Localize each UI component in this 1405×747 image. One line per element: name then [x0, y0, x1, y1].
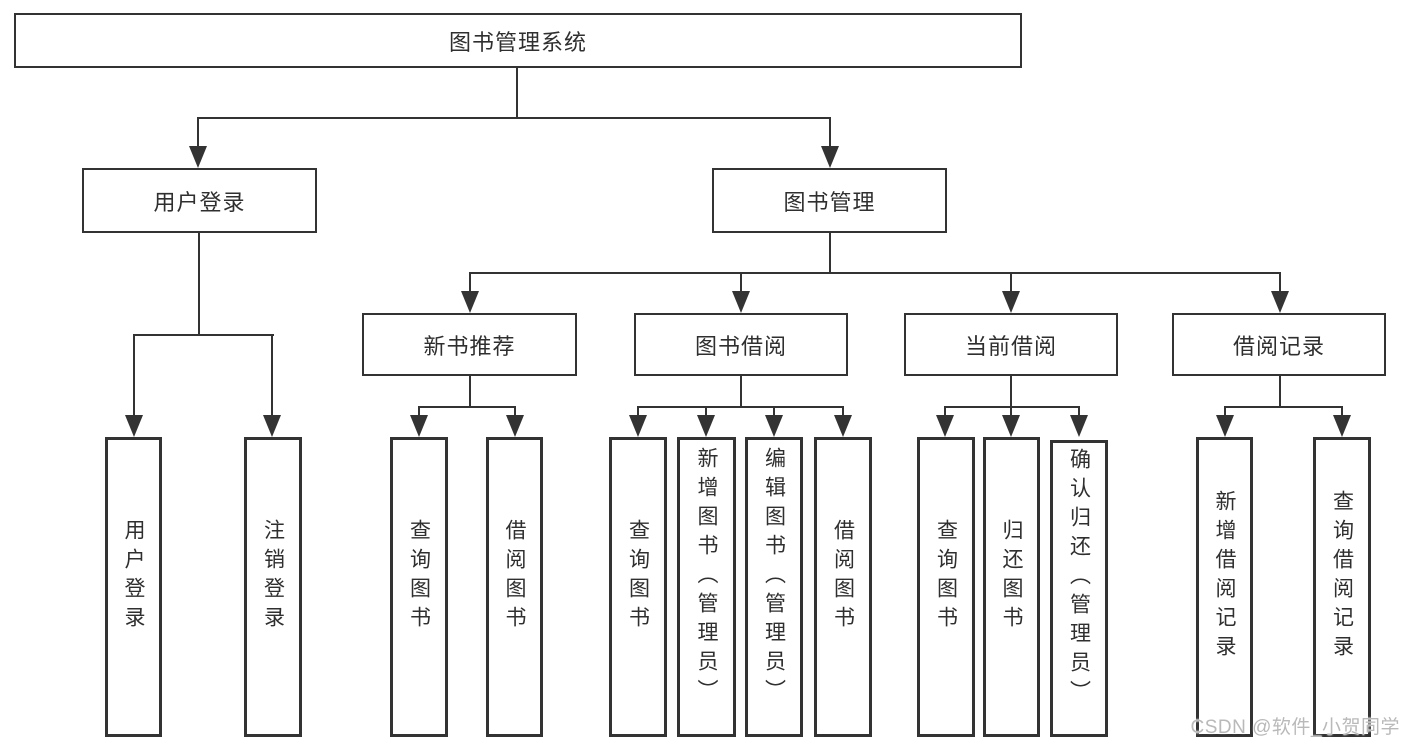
- node-current-borrow-label: 当前借阅: [964, 333, 1057, 359]
- leaf-label: 借阅图书: [831, 519, 855, 635]
- node-user-login: 用户登录: [82, 168, 317, 233]
- leaf-borrow-records-query-record: 查询借阅记录: [1313, 437, 1371, 737]
- leaf-book-borrow-query-books: 查询图书: [609, 437, 667, 737]
- arrow-down-icon: [189, 146, 207, 168]
- leaf-label: 查询图书: [626, 519, 650, 635]
- leaf-logout-login: 注销登录: [244, 437, 302, 737]
- connector-line: [1279, 273, 1281, 299]
- arrow-down-icon: [1070, 415, 1088, 437]
- leaf-label: 查询图书: [407, 519, 431, 635]
- leaf-current-borrow-confirm-return-admin: 确认归还（管理员）: [1050, 440, 1108, 737]
- arrow-down-icon: [697, 415, 715, 437]
- connector-line: [829, 118, 831, 156]
- connector-line: [1010, 273, 1012, 299]
- leaf-label: 查询图书: [934, 519, 958, 635]
- connector-line: [133, 334, 274, 336]
- leaf-label: 新增借阅记录: [1213, 490, 1236, 664]
- node-book-borrow-label: 图书借阅: [694, 333, 787, 359]
- leaf-current-borrow-query-books: 查询图书: [917, 437, 975, 737]
- node-book-management-label: 图书管理: [783, 189, 876, 215]
- leaf-label: 借阅图书: [503, 519, 526, 635]
- connector-line: [133, 335, 135, 423]
- arrow-down-icon: [834, 415, 852, 437]
- leaf-label: 新增图书（管理员）: [695, 446, 718, 708]
- csdn-watermark: CSDN @软件_小贺同学: [1190, 717, 1400, 738]
- connector-line: [469, 273, 471, 299]
- arrow-down-icon: [1002, 415, 1020, 437]
- leaf-label: 编辑图书（管理员）: [762, 446, 786, 708]
- connector-line: [271, 335, 273, 423]
- node-book-management: 图书管理: [712, 168, 947, 233]
- connector-line: [740, 376, 742, 408]
- leaf-user-login: 用户登录: [105, 437, 162, 737]
- connector-line: [469, 376, 471, 408]
- arrow-down-icon: [461, 291, 479, 313]
- connector-line: [197, 118, 199, 156]
- leaf-label: 确认归还（管理员）: [1067, 448, 1091, 709]
- leaf-current-borrow-return-books: 归还图书: [983, 437, 1040, 737]
- arrow-down-icon: [1271, 291, 1289, 313]
- arrow-down-icon: [506, 415, 524, 437]
- connector-line: [1010, 376, 1012, 408]
- leaf-user-login-label: 用户登录: [122, 519, 145, 635]
- leaf-new-book-recommend-query-books: 查询图书: [390, 437, 448, 737]
- node-new-book-recommend: 新书推荐: [362, 313, 577, 376]
- leaf-borrow-records-add-record: 新增借阅记录: [1196, 437, 1253, 737]
- node-book-borrow: 图书借阅: [634, 313, 848, 376]
- node-borrow-records: 借阅记录: [1172, 313, 1386, 376]
- arrow-down-icon: [936, 415, 954, 437]
- arrow-down-icon: [732, 291, 750, 313]
- node-root: 图书管理系统: [14, 13, 1022, 68]
- connector-line: [944, 406, 1080, 408]
- leaf-label: 查询借阅记录: [1330, 490, 1354, 664]
- connector-line: [197, 117, 831, 119]
- connector-line: [1279, 376, 1281, 408]
- arrow-down-icon: [1216, 415, 1234, 437]
- arrow-down-icon: [125, 415, 143, 437]
- connector-line: [1224, 406, 1343, 408]
- connector-line: [637, 406, 844, 408]
- arrow-down-icon: [629, 415, 647, 437]
- arrow-down-icon: [263, 415, 281, 437]
- arrow-down-icon: [765, 415, 783, 437]
- leaf-logout-login-label: 注销登录: [261, 519, 285, 635]
- connector-line: [198, 233, 200, 336]
- node-new-book-recommend-label: 新书推荐: [423, 333, 516, 359]
- arrow-down-icon: [821, 146, 839, 168]
- connector-line: [740, 273, 742, 299]
- arrow-down-icon: [1333, 415, 1351, 437]
- arrow-down-icon: [1002, 291, 1020, 313]
- node-user-login-label: 用户登录: [153, 189, 246, 215]
- connector-line: [469, 272, 1281, 274]
- leaf-new-book-recommend-borrow-books: 借阅图书: [486, 437, 543, 737]
- connector-line: [418, 406, 516, 408]
- leaf-book-borrow-add-books-admin: 新增图书（管理员）: [677, 437, 736, 737]
- arrow-down-icon: [410, 415, 428, 437]
- connector-line: [829, 233, 831, 274]
- node-root-label: 图书管理系统: [448, 29, 587, 55]
- node-current-borrow: 当前借阅: [904, 313, 1118, 376]
- leaf-book-borrow-edit-books-admin: 编辑图书（管理员）: [745, 437, 803, 737]
- leaf-label: 归还图书: [1000, 519, 1023, 635]
- leaf-book-borrow-borrow-books: 借阅图书: [814, 437, 872, 737]
- connector-line: [516, 68, 518, 118]
- node-borrow-records-label: 借阅记录: [1232, 333, 1325, 359]
